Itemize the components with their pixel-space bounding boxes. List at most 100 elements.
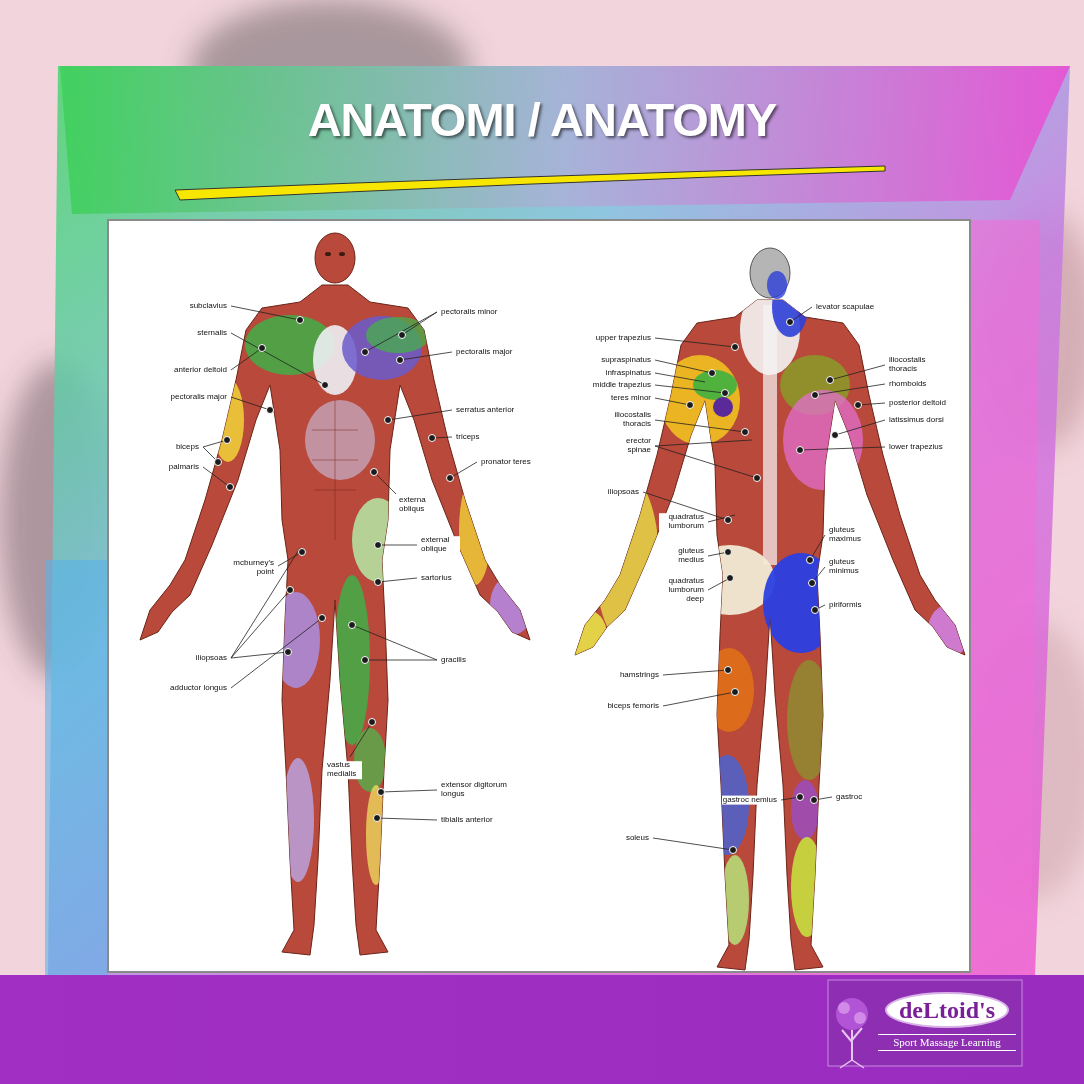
- muscle-label: soleus: [625, 834, 650, 843]
- leader-line: [388, 410, 452, 420]
- tree-crown: [838, 1002, 850, 1014]
- zone: [767, 271, 787, 299]
- muscle-label: levator scapulae: [815, 303, 875, 312]
- zone: [366, 317, 430, 353]
- trigger-point: [429, 435, 436, 442]
- trigger-point: [374, 815, 381, 822]
- eye: [339, 252, 345, 256]
- trigger-point: [687, 402, 694, 409]
- brand-name: deLtoid's: [885, 992, 1009, 1028]
- muscle-label: quadratus lumborum: [659, 513, 705, 531]
- leader-line: [378, 578, 417, 582]
- zone: [791, 780, 819, 840]
- muscle-label: extensor digitorum longus: [440, 781, 517, 799]
- leader-line: [815, 384, 885, 395]
- title-swoosh: [175, 166, 885, 200]
- title: ANATOMI / ANATOMY: [0, 92, 1084, 147]
- muscle-label: infraspinatus: [605, 369, 652, 378]
- zone: [212, 378, 244, 462]
- leader-line: [655, 440, 752, 446]
- zone: [713, 397, 733, 417]
- muscle-label: palmaris: [168, 463, 200, 472]
- muscle-label: pectoralis major: [455, 348, 513, 357]
- zone: [928, 604, 972, 656]
- leader-line: [655, 360, 712, 373]
- trigger-point: [259, 345, 266, 352]
- trigger-point: [754, 475, 761, 482]
- color-frame: [48, 66, 1070, 975]
- logo-badge: deLtoid'sSport Massage Learning: [878, 992, 1016, 1051]
- trigger-point: [725, 517, 732, 524]
- muscle-label: gluteus medius: [659, 547, 705, 565]
- trigger-point: [787, 319, 794, 326]
- zone: [272, 592, 320, 688]
- muscle-label: sternalis: [196, 329, 228, 338]
- leader-line: [402, 312, 437, 335]
- trigger-point: [855, 402, 862, 409]
- leader-line: [655, 446, 757, 478]
- muscle-label: pectoralis minor: [440, 308, 498, 317]
- muscle-label: subclavius: [189, 302, 228, 311]
- trigger-point: [287, 587, 294, 594]
- trigger-point: [732, 689, 739, 696]
- muscle-label: externa obliqus: [398, 496, 438, 514]
- trigger-point: [797, 794, 804, 801]
- muscle-label: biceps femoris: [606, 702, 660, 711]
- muscle-label: biceps: [175, 443, 200, 452]
- leader-line: [810, 535, 825, 560]
- leader-line: [231, 652, 288, 658]
- muscle-label: iliocostalis thoracis: [888, 356, 940, 374]
- zone: [352, 498, 404, 582]
- brand-tagline: Sport Massage Learning: [878, 1034, 1016, 1050]
- trigger-point: [227, 484, 234, 491]
- muscle-label: mcburney's point: [229, 559, 275, 577]
- trigger-point: [362, 349, 369, 356]
- trigger-point: [375, 579, 382, 586]
- logo-panel: [828, 980, 1022, 1066]
- leader-line: [655, 385, 725, 393]
- muscle-label: upper trapezius: [595, 334, 652, 343]
- muscle-label: middle trapezius: [592, 381, 652, 390]
- chart-panel: [108, 220, 970, 972]
- muscle-label: gracilis: [440, 656, 467, 665]
- zone: [705, 755, 749, 855]
- leader-line: [655, 420, 745, 432]
- leader-line: [800, 447, 885, 450]
- trigger-point: [285, 649, 292, 656]
- zone: [305, 400, 375, 480]
- leader-line: [381, 790, 437, 792]
- zone: [490, 575, 534, 635]
- muscle-label: iliocostalis thoracis: [600, 411, 652, 429]
- trigger-point: [322, 382, 329, 389]
- muscle-label: adductor longus: [169, 684, 228, 693]
- front-figure: [140, 233, 534, 955]
- leader-line: [231, 618, 322, 688]
- muscle-label: quadratus lumborum deep: [659, 577, 705, 603]
- trigger-point: [385, 417, 392, 424]
- muscle-label: gluteus minimus: [828, 558, 870, 576]
- zone: [791, 837, 823, 937]
- muscle-label: anterior deltoid: [173, 366, 228, 375]
- leader-line: [352, 625, 437, 660]
- trigger-point: [375, 542, 382, 549]
- leader-line: [858, 403, 885, 405]
- muscle-label: pectoralis major: [170, 393, 228, 402]
- body-outline: [575, 300, 965, 970]
- zone: [334, 575, 370, 745]
- muscle-line: [312, 400, 358, 540]
- zone: [366, 785, 386, 885]
- leader-line: [365, 660, 437, 661]
- trigger-point: [709, 370, 716, 377]
- muscle-label: posterior deltoid: [888, 399, 947, 408]
- trigger-point: [812, 607, 819, 614]
- trigger-point: [725, 667, 732, 674]
- leader-line: [374, 472, 396, 494]
- leader-line: [400, 352, 452, 360]
- back-figure: [563, 248, 972, 970]
- trigger-point: [399, 332, 406, 339]
- tree-trunk: [842, 1028, 862, 1060]
- trigger-points: [215, 317, 862, 854]
- trigger-point: [224, 437, 231, 444]
- leader-line: [231, 590, 290, 658]
